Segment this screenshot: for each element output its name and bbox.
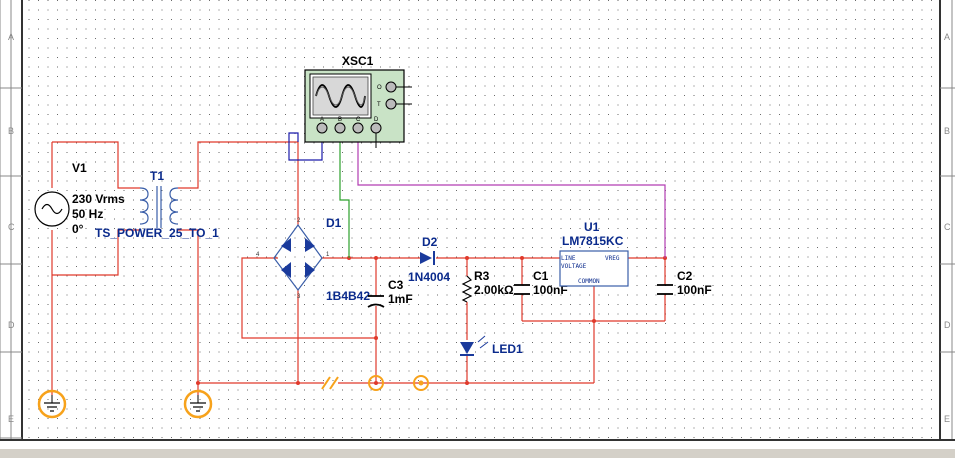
svg-text:C: C (356, 117, 361, 123)
c3-capacitor[interactable] (367, 295, 385, 308)
row-label-a: A (8, 32, 14, 42)
d2-ref: D2 (422, 235, 438, 249)
c1-capacitor[interactable] (514, 284, 530, 295)
c2-ref: C2 (677, 269, 693, 283)
row-label-b: B (8, 126, 14, 136)
led1-ref: LED1 (492, 342, 523, 356)
row-label-d: D (8, 320, 15, 330)
svg-text:T: T (377, 102, 381, 108)
svg-text:A: A (944, 32, 950, 42)
svg-text:O: O (377, 85, 382, 91)
t1-transformer[interactable] (139, 186, 179, 230)
net-probe-markers[interactable] (368, 375, 429, 391)
row-label-e: E (8, 414, 14, 424)
c1-ref: C1 (533, 269, 549, 283)
svg-text:4: 4 (256, 252, 260, 258)
svg-text:D: D (944, 320, 951, 330)
svg-text:VOLTAGE: VOLTAGE (561, 263, 587, 270)
xsc1-oscilloscope[interactable]: O T A B C D (304, 69, 412, 148)
svg-text:E: E (944, 414, 950, 424)
d2-diode[interactable] (420, 251, 435, 265)
v1-value: 230 Vrms (72, 192, 125, 206)
svg-text:C: C (944, 222, 951, 232)
svg-text:B: B (944, 126, 950, 136)
v1-frequency: 50 Hz (72, 207, 103, 221)
t1-model: TS_POWER_25_TO_1 (95, 226, 219, 240)
t1-ref: T1 (150, 169, 164, 183)
d2-model: 1N4004 (408, 270, 450, 284)
c3-value: 1mF (388, 292, 413, 306)
svg-text:2: 2 (297, 218, 301, 224)
u1-model: LM7815KC (562, 234, 624, 248)
v1-phase: 0° (72, 222, 84, 236)
svg-text:LINE: LINE (561, 255, 576, 262)
probe-wire-b[interactable] (339, 128, 350, 258)
svg-text:1: 1 (326, 252, 330, 258)
c1-value: 100nF (533, 283, 568, 297)
v1-ac-source[interactable]: V1 230 Vrms 50 Hz 0° (34, 161, 125, 236)
svg-text:3: 3 (297, 294, 301, 300)
d1-model: 1B4B42 (326, 289, 370, 303)
sheet-border (0, 0, 955, 441)
d1-ref: D1 (326, 216, 342, 230)
svg-text:A: A (320, 117, 324, 123)
xsc1-ref: XSC1 (342, 54, 374, 68)
ground-break-mark (321, 376, 339, 390)
probe-wire-c[interactable] (357, 128, 666, 258)
junction-dots (196, 256, 667, 385)
svg-text:D: D (374, 117, 379, 123)
v1-ref: V1 (72, 161, 87, 175)
d1-bridge-rectifier[interactable]: 2 1 3 4 (256, 218, 330, 300)
u1-voltage-regulator[interactable]: LINE VOLTAGE VREG COMMON (559, 250, 629, 287)
r3-resistor[interactable] (461, 275, 473, 303)
svg-text:B: B (338, 117, 342, 123)
probe-wire-a[interactable] (288, 128, 323, 161)
row-labels-right: A B C D E (944, 32, 951, 424)
svg-text:VREG: VREG (605, 255, 620, 262)
row-label-c: C (8, 222, 15, 232)
row-labels-left: A B C D E (8, 32, 15, 424)
led1[interactable] (460, 335, 489, 356)
c2-value: 100nF (677, 283, 712, 297)
r3-ref: R3 (474, 269, 490, 283)
c3-ref: C3 (388, 278, 404, 292)
ground-symbol-v1[interactable] (37, 389, 67, 419)
u1-ref: U1 (584, 220, 600, 234)
c2-capacitor[interactable] (657, 284, 673, 295)
svg-text:COMMON: COMMON (578, 278, 600, 285)
r3-value: 2.00kΩ (474, 283, 514, 297)
ground-symbol-secondary[interactable] (183, 389, 213, 419)
status-bar (0, 448, 955, 458)
